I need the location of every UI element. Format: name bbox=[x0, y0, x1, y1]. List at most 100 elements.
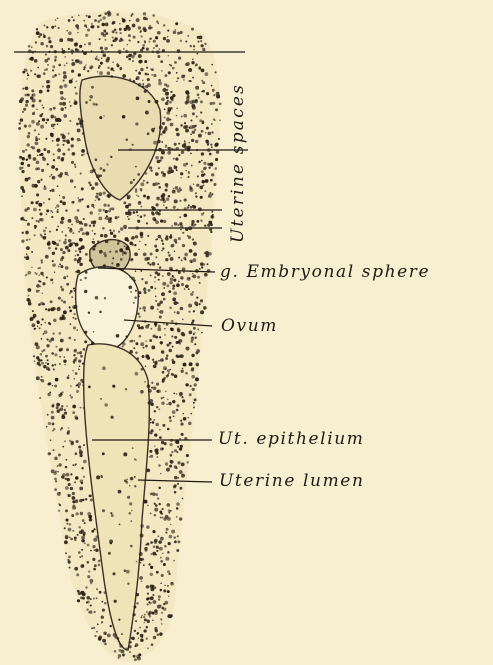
cell-dot bbox=[57, 492, 61, 496]
cell-dot bbox=[196, 116, 198, 118]
cell-dot bbox=[82, 232, 85, 235]
cell-dot bbox=[93, 568, 96, 571]
cell-dot bbox=[167, 399, 169, 401]
cell-dot bbox=[46, 119, 49, 122]
cell-dot bbox=[149, 25, 151, 27]
cell-dot bbox=[44, 322, 46, 324]
cell-dot bbox=[57, 138, 60, 141]
cell-dot bbox=[172, 410, 176, 414]
cell-dot bbox=[141, 368, 144, 371]
cell-dot bbox=[144, 310, 146, 312]
cell-dot bbox=[35, 141, 39, 145]
cell-dot bbox=[197, 297, 199, 299]
cell-dot bbox=[60, 107, 63, 110]
cell-dot bbox=[49, 108, 52, 111]
cell-dot bbox=[95, 200, 96, 201]
cell-dot bbox=[153, 361, 155, 363]
cell-dot bbox=[119, 644, 122, 647]
cell-dot bbox=[118, 619, 120, 621]
cell-dot bbox=[155, 182, 158, 185]
cell-dot bbox=[68, 337, 71, 340]
cell-dot bbox=[56, 211, 58, 213]
cell-dot bbox=[180, 124, 183, 127]
cell-dot bbox=[103, 169, 106, 172]
cell-dot bbox=[76, 390, 79, 393]
cell-dot bbox=[82, 593, 85, 596]
cell-dot bbox=[191, 165, 193, 167]
cell-dot bbox=[52, 263, 56, 267]
cell-dot bbox=[161, 574, 164, 577]
cell-dot bbox=[85, 271, 88, 274]
cell-dot bbox=[39, 90, 43, 94]
cell-dot bbox=[200, 100, 203, 103]
cell-dot bbox=[74, 216, 78, 220]
cell-dot bbox=[47, 414, 49, 416]
cell-dot bbox=[44, 25, 46, 27]
cell-dot bbox=[151, 212, 154, 215]
cell-dot bbox=[79, 556, 81, 558]
cell-dot bbox=[135, 290, 137, 292]
cell-dot bbox=[149, 456, 151, 458]
cell-dot bbox=[84, 542, 86, 544]
cell-dot bbox=[25, 220, 27, 222]
cell-dot bbox=[67, 38, 70, 41]
cell-dot bbox=[58, 297, 61, 300]
cell-dot bbox=[158, 235, 162, 239]
cell-dot bbox=[129, 20, 131, 22]
cell-dot bbox=[211, 211, 213, 213]
cell-dot bbox=[161, 239, 163, 241]
cell-dot bbox=[166, 96, 169, 99]
cell-dot bbox=[163, 287, 165, 289]
cell-dot bbox=[105, 403, 108, 406]
cell-dot bbox=[161, 517, 163, 519]
cell-dot bbox=[84, 43, 86, 45]
cell-dot bbox=[81, 188, 84, 191]
cell-dot bbox=[79, 227, 83, 231]
cell-dot bbox=[46, 80, 49, 83]
cell-dot bbox=[152, 359, 154, 361]
cell-dot bbox=[201, 160, 203, 162]
cell-dot bbox=[65, 478, 67, 480]
cell-dot bbox=[174, 190, 176, 192]
cell-dot bbox=[167, 369, 170, 372]
cell-dot bbox=[199, 282, 201, 284]
cell-dot bbox=[162, 508, 164, 510]
cell-dot bbox=[190, 153, 192, 155]
cell-dot bbox=[75, 255, 77, 257]
cell-dot bbox=[151, 206, 154, 209]
cell-dot bbox=[87, 561, 90, 564]
cell-dot bbox=[180, 177, 182, 179]
cell-dot bbox=[202, 90, 205, 93]
cell-dot bbox=[162, 359, 164, 361]
cell-dot bbox=[188, 142, 190, 144]
cell-dot bbox=[69, 567, 71, 569]
cell-dot bbox=[21, 232, 23, 234]
cell-dot bbox=[147, 592, 149, 594]
cell-dot bbox=[54, 56, 57, 59]
cell-dot bbox=[92, 221, 96, 225]
cell-dot bbox=[215, 143, 219, 147]
cell-dot bbox=[57, 225, 59, 227]
cell-dot bbox=[152, 492, 156, 496]
cell-dot bbox=[172, 94, 175, 97]
cell-dot bbox=[40, 259, 43, 262]
cell-dot bbox=[68, 244, 71, 247]
cell-dot bbox=[161, 196, 165, 200]
cell-dot bbox=[139, 335, 142, 338]
cell-dot bbox=[151, 68, 154, 71]
cell-dot bbox=[54, 364, 56, 366]
cell-dot bbox=[136, 194, 137, 195]
cell-dot bbox=[173, 206, 176, 209]
cell-dot bbox=[153, 546, 155, 548]
cell-dot bbox=[176, 502, 180, 506]
cell-dot bbox=[68, 133, 70, 135]
cell-dot bbox=[119, 23, 120, 24]
cell-dot bbox=[161, 238, 163, 240]
cell-dot bbox=[182, 498, 184, 500]
cell-dot bbox=[172, 275, 174, 277]
cell-dot bbox=[165, 126, 167, 128]
cell-dot bbox=[149, 38, 152, 41]
cell-dot bbox=[177, 461, 180, 464]
cell-dot bbox=[150, 512, 152, 514]
cell-dot bbox=[79, 251, 81, 253]
